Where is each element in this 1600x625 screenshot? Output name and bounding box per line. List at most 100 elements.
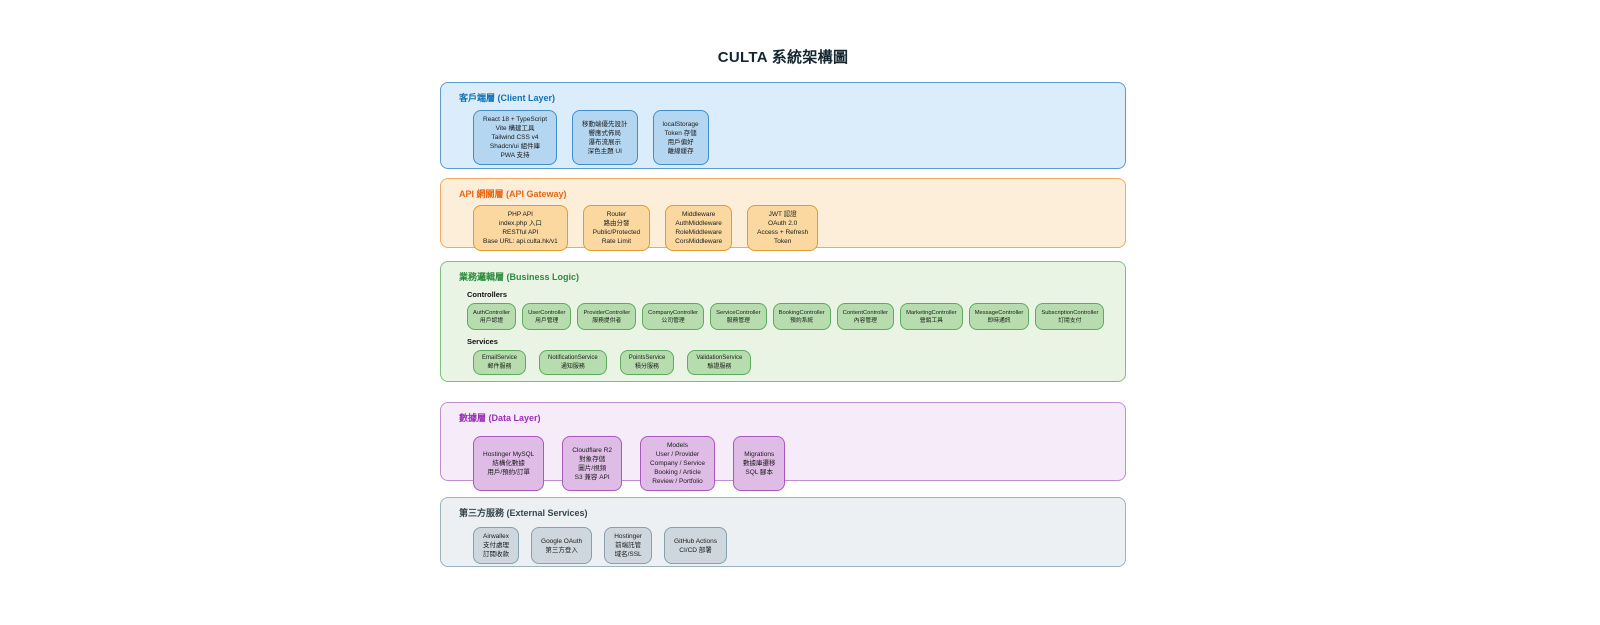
diagram-node-line: 通知服務 xyxy=(560,363,585,370)
diagram-node-line: ProviderController xyxy=(583,309,631,316)
diagram-node-line: 前端託管 xyxy=(615,542,642,549)
diagram-node-line: CorsMiddleware xyxy=(675,238,723,245)
diagram-node-line: 響應式佈局 xyxy=(588,129,622,137)
diagram-node-line: 對象存儲 xyxy=(579,455,606,463)
diagram-node-line: SQL 腳本 xyxy=(745,469,773,476)
diagram-node-line: Token xyxy=(773,238,792,245)
diagram-node-line: BookingController xyxy=(778,309,825,316)
diagram-node-line: CompanyController xyxy=(648,309,699,316)
diagram-node-line: Hostinger xyxy=(614,533,643,540)
diagram-node-line: Hostinger MySQL xyxy=(483,451,535,458)
diagram-node-line: 訂閱支付 xyxy=(1058,317,1082,324)
diagram-node-line: Public/Protected xyxy=(592,229,641,236)
diagram-node-line: Token 存儲 xyxy=(664,129,697,137)
diagram-node-line: OAuth 2.0 xyxy=(768,220,798,227)
diagram-node: NotificationService 通知服務 xyxy=(539,350,607,375)
diagram-node-line: React 18 + TypeScript xyxy=(483,116,548,123)
layer-data-title: 數據層 (Data Layer) xyxy=(459,413,541,423)
diagram-node-line: 積分服務 xyxy=(635,363,660,370)
diagram-node-line: JWT 認證 xyxy=(768,211,797,218)
diagram-node-line: 即時通訊 xyxy=(987,317,1011,324)
diagram-node-line: 郵件服務 xyxy=(487,363,512,370)
diagram-node-line: 預約系統 xyxy=(790,317,814,324)
diagram-node-line: 用戶/預約/訂單 xyxy=(487,469,530,476)
layer-external-services-title: 第三方服務 (External Services) xyxy=(459,508,588,518)
page-title: CULTA 系統架構圖 xyxy=(717,49,849,66)
diagram-node-line: MarketingController xyxy=(906,309,957,316)
diagram-node-line: Airwallex xyxy=(483,533,510,540)
diagram-node-line: Booking / Article xyxy=(654,469,701,476)
diagram-node-line: Router xyxy=(606,211,627,218)
diagram-node-line: 支付處理 xyxy=(483,542,509,549)
diagram-node-line: GitHub Actions xyxy=(674,537,718,545)
diagram-node-line: RoleMiddleware xyxy=(675,229,722,236)
layer-client: 客戶端層 (Client Layer) React 18 + TypeScrip… xyxy=(440,82,1126,169)
diagram-node-line: 用戶認證 xyxy=(479,317,504,324)
diagram-node-line: 路由分發 xyxy=(603,220,630,227)
layer-business-logic-title: 業務邏輯層 (Business Logic) xyxy=(459,272,580,282)
diagram-node-line: EmailService xyxy=(482,355,518,361)
architecture-diagram: 客戶端層 (Client Layer) React 18 + TypeScrip… xyxy=(440,0,1126,625)
diagram-node-line: ContentController xyxy=(842,309,889,316)
diagram-node-line: 數據庫遷移 xyxy=(742,460,776,467)
diagram-node-line: Vite 構建工具 xyxy=(495,125,535,132)
diagram-node-line: RESTful API xyxy=(502,229,539,236)
diagram-node-line: 移動端優先設計 xyxy=(582,120,628,128)
services-boxes: EmailService 郵件服務 NotificationService 通知服務 P… xyxy=(473,350,1109,375)
diagram-node: Hostinger 前端託管域名/SSL xyxy=(604,527,653,564)
diagram-node-line: Base URL: api.culta.hk/v1 xyxy=(483,238,558,245)
diagram-node-line: NotificationService xyxy=(548,355,598,361)
diagram-node-line: MessageController xyxy=(974,309,1024,316)
diagram-node-line: Tailwind CSS v4 xyxy=(491,134,539,141)
diagram-node-line: 離線緩存 xyxy=(667,147,694,155)
diagram-node-line: CI/CD 部署 xyxy=(679,546,712,554)
diagram-node: EmailService 郵件服務 xyxy=(473,350,527,375)
diagram-node-line: User / Provider xyxy=(655,451,700,458)
diagram-node-line: Google OAuth xyxy=(541,537,583,545)
diagram-node: 移動端優先設計響應式佈局瀑布流展示深色主題 UI xyxy=(572,110,638,165)
layer-api-gateway-title: API 網關層 (API Gateway) xyxy=(459,189,567,199)
diagram-node-line: PHP API xyxy=(507,211,533,218)
diagram-node-line: 用戶偏好 xyxy=(667,138,694,146)
diagram-node-line: ValidationService xyxy=(696,355,743,361)
diagram-node-line: 服務提供者 xyxy=(592,317,622,324)
diagram-node-line: 深色主題 UI xyxy=(587,147,622,155)
diagram-node-line: ServiceController xyxy=(716,309,761,316)
diagram-node-line: Models xyxy=(667,442,688,449)
diagram-node-line: Shadcn/ui 組件庫 xyxy=(489,143,541,150)
diagram-node-line: 服務管理 xyxy=(726,317,750,324)
diagram-node-line: 內容管理 xyxy=(853,317,877,324)
diagram-node-line: AuthMiddleware xyxy=(675,220,722,227)
diagram-node-line: S3 兼容 API xyxy=(574,473,610,481)
diagram-node-line: Rate Limit xyxy=(601,238,632,245)
diagram-node-line: 域名/SSL xyxy=(614,551,642,558)
